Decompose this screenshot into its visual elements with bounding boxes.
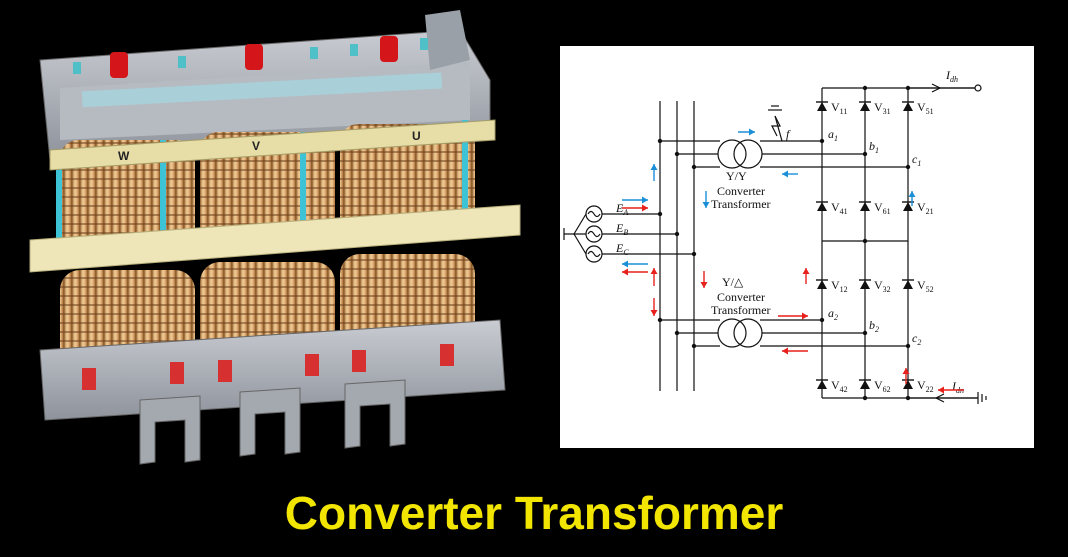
phase-label-u: U bbox=[412, 129, 421, 143]
thyristor-label: V22 bbox=[917, 378, 934, 394]
thyristor-symbol bbox=[817, 280, 827, 289]
current-arrow-head bbox=[700, 282, 708, 288]
current-idn: Idn bbox=[951, 379, 964, 395]
phase-label-w: W bbox=[118, 149, 130, 163]
fault-label: f bbox=[786, 127, 791, 141]
node-a1: a1 bbox=[828, 127, 838, 143]
caption-title: Converter Transformer bbox=[284, 487, 784, 539]
current-arrow-head bbox=[622, 268, 628, 276]
y-delta-transformer bbox=[660, 318, 908, 348]
current-arrow-head bbox=[782, 170, 788, 178]
ydelta-line1: Converter bbox=[717, 290, 765, 304]
current-arrow-head bbox=[782, 347, 788, 355]
thyristor-label: V12 bbox=[831, 278, 848, 294]
node-a2: a2 bbox=[828, 306, 838, 322]
ydelta-line2: Transformer bbox=[711, 303, 771, 317]
thyristor-bridge bbox=[821, 83, 987, 404]
thyristor-label: V41 bbox=[831, 200, 848, 216]
thyristor-symbol bbox=[903, 380, 913, 389]
thyristor-label: V31 bbox=[874, 100, 891, 116]
thyristor-symbol bbox=[817, 102, 827, 111]
current-arrow-head bbox=[802, 268, 810, 274]
current-arrow-head bbox=[908, 191, 916, 197]
transformer-illustration: W V U bbox=[29, 10, 521, 465]
current-arrow-head bbox=[902, 368, 910, 374]
ydelta-symbol: Y/△ bbox=[722, 275, 744, 289]
yy-line1: Converter bbox=[717, 184, 765, 198]
node-b2: b2 bbox=[869, 318, 879, 334]
node-b1: b1 bbox=[869, 139, 879, 155]
thyristor-symbol bbox=[817, 380, 827, 389]
thyristor-label: V51 bbox=[917, 100, 934, 116]
yy-transformer bbox=[660, 139, 908, 169]
thyristor-symbol bbox=[860, 202, 870, 211]
bushing-group bbox=[73, 36, 428, 78]
thyristor-label: V21 bbox=[917, 200, 934, 216]
current-arrow-head bbox=[622, 260, 628, 268]
thyristor-symbol bbox=[860, 380, 870, 389]
ac-source-group bbox=[563, 205, 694, 263]
yy-symbol: Y/Y bbox=[726, 169, 747, 183]
phase-label-v: V bbox=[252, 139, 260, 153]
thyristor-label: V11 bbox=[831, 100, 847, 116]
thyristor-label: V52 bbox=[917, 278, 934, 294]
source-ea-label: EA bbox=[615, 201, 628, 217]
source-ec-label: EC bbox=[615, 241, 629, 257]
fault-ground-icon bbox=[768, 105, 783, 142]
current-arrow-head bbox=[938, 386, 944, 394]
current-arrow-head bbox=[642, 196, 648, 204]
junction-dots bbox=[657, 85, 911, 401]
thyristor-symbol bbox=[860, 280, 870, 289]
current-arrow-head bbox=[702, 202, 710, 208]
thyristor-symbol bbox=[817, 202, 827, 211]
thyristor-symbol bbox=[903, 202, 913, 211]
node-c2: c2 bbox=[912, 331, 921, 347]
yy-line2: Transformer bbox=[711, 197, 771, 211]
thyristor-symbol bbox=[860, 102, 870, 111]
thyristor-symbol bbox=[903, 280, 913, 289]
current-idh: Idh bbox=[945, 68, 958, 84]
thyristor-symbol bbox=[903, 102, 913, 111]
source-eb-label: EB bbox=[615, 221, 628, 237]
thyristor-label: V32 bbox=[874, 278, 891, 294]
current-arrow-head bbox=[650, 164, 658, 170]
node-c1: c1 bbox=[912, 152, 921, 168]
thyristor-label: V42 bbox=[831, 378, 848, 394]
current-arrow-head bbox=[650, 268, 658, 274]
thyristor-label: V61 bbox=[874, 200, 891, 216]
thyristor-label: V62 bbox=[874, 378, 891, 394]
current-arrow-head bbox=[802, 312, 808, 320]
current-arrow-head bbox=[749, 128, 755, 136]
current-arrow-head bbox=[650, 310, 658, 316]
circuit-diagram-panel: EA EB EC Y/Y Converter Transformer f bbox=[560, 46, 1034, 448]
current-arrow-head bbox=[642, 204, 648, 212]
converter-circuit-diagram: EA EB EC Y/Y Converter Transformer f bbox=[563, 68, 987, 404]
current-flow-arrows bbox=[622, 128, 964, 394]
